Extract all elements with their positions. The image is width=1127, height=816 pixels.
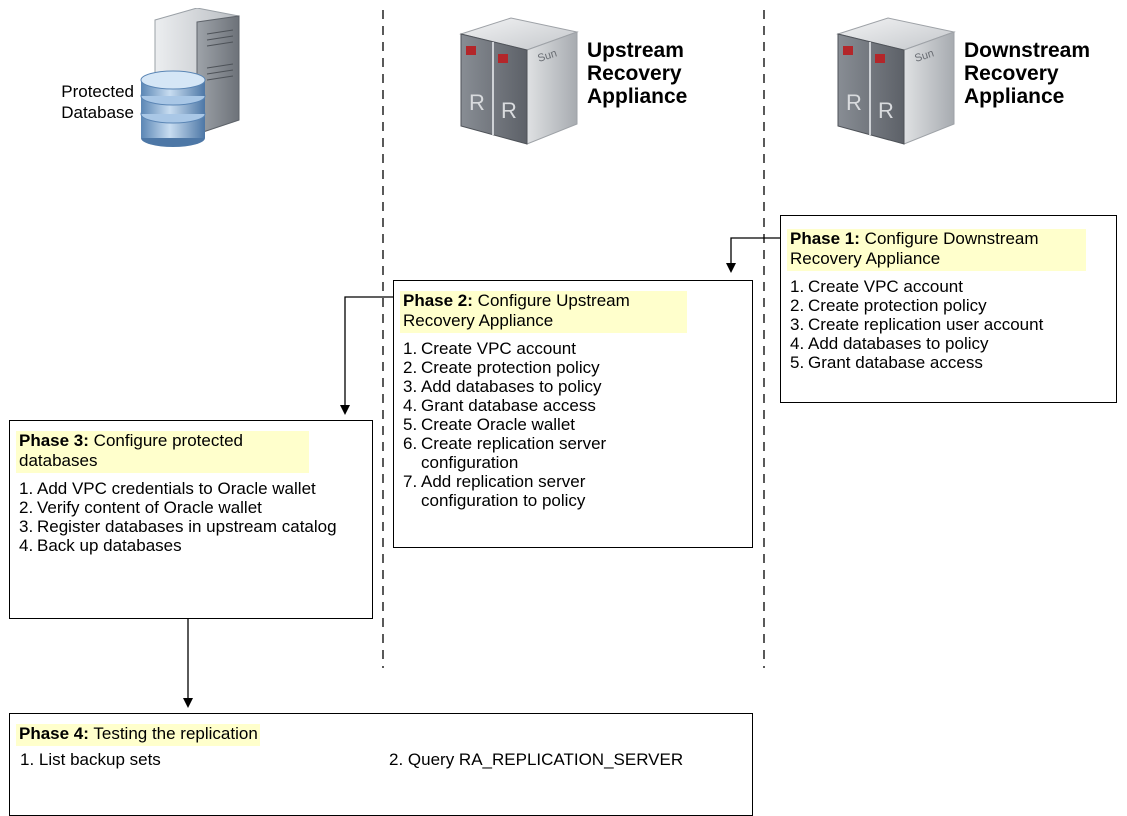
downstream-appliance-sun: Sun <box>913 47 935 64</box>
upstream-label-line3: Appliance <box>587 85 688 108</box>
phase2-title-line1: Configure Upstream <box>477 291 630 310</box>
downstream-appliance-letter-2: R <box>878 98 894 123</box>
phase1-step-list: 1.Create VPC account 2.Create protection… <box>787 277 1110 372</box>
phase3-step-list: 1.Add VPC credentials to Oracle wallet 2… <box>16 479 349 555</box>
phase3-step: 2.Verify content of Oracle wallet <box>19 498 262 517</box>
phase4-step1: 1. List backup sets <box>20 750 161 769</box>
upstream-appliance-sun: Sun <box>536 47 558 64</box>
phase3-step: 4.Back up databases <box>19 536 182 555</box>
phase1-box: Phase 1: Configure Downstream Recovery A… <box>780 215 1117 403</box>
upstream-appliance-label: Upstream Recovery Appliance <box>587 39 687 108</box>
phase4-step2: 2. Query RA_REPLICATION_SERVER <box>389 750 684 769</box>
phase1-title-line2: Recovery Appliance <box>790 249 941 268</box>
protected-database-label-line1: Protected <box>61 82 134 101</box>
downstream-label-line3: Appliance <box>964 85 1065 108</box>
phase3-title-line2: databases <box>19 451 98 470</box>
phase4-heading: Phase 4: Testing the replication <box>16 724 260 746</box>
phase3-heading: Phase 3: Configure protected databases <box>16 431 309 473</box>
phase2-step-list: 1.Create VPC account 2.Create protection… <box>400 339 668 510</box>
downstream-label-line1: Downstream <box>964 39 1091 62</box>
phase4-label: Phase 4: <box>19 724 89 743</box>
phase2-step: 4.Grant database access <box>403 396 596 415</box>
phase1-step: 3.Create replication user account <box>790 315 1044 334</box>
upstream-appliance-letter-2: R <box>501 98 517 123</box>
downstream-appliance-letter-1: R <box>846 90 862 115</box>
phase2-heading: Phase 2: Configure Upstream Recovery App… <box>400 291 687 333</box>
phase1-step: 5.Grant database access <box>790 353 983 372</box>
phase4-title: Testing the replication <box>93 724 258 743</box>
protected-database-label: Protected Database <box>30 81 134 123</box>
upstream-appliance-icon: R R Sun <box>459 17 579 145</box>
arrow-phase2-to-phase3 <box>340 296 393 415</box>
downstream-appliance-icon: R R Sun <box>836 17 956 145</box>
phase2-step: 3.Add databases to policy <box>403 377 602 396</box>
phase1-label: Phase 1: <box>790 229 860 248</box>
phase2-step: 2.Create protection policy <box>403 358 600 377</box>
protected-database-label-line2: Database <box>61 103 134 122</box>
downstream-label-line2: Recovery <box>964 62 1059 85</box>
phase2-title-line2: Recovery Appliance <box>403 311 554 330</box>
phase2-box: Phase 2: Configure Upstream Recovery App… <box>393 280 753 548</box>
phase3-title-line1: Configure protected <box>93 431 243 450</box>
phase2-step: 7.Add replication server configuration t… <box>403 472 586 510</box>
phase1-step: 4.Add databases to policy <box>790 334 989 353</box>
downstream-appliance-label: Downstream Recovery Appliance <box>964 39 1090 108</box>
phase2-step: 5.Create Oracle wallet <box>403 415 576 434</box>
upstream-label-line1: Upstream <box>587 39 684 62</box>
phase3-label: Phase 3: <box>19 431 89 450</box>
phase1-title-line1: Configure Downstream <box>864 229 1039 248</box>
phase2-step: 1.Create VPC account <box>403 339 576 358</box>
arrow-phase1-to-phase2 <box>726 237 780 273</box>
phase1-step: 2.Create protection policy <box>790 296 987 315</box>
phase3-box: Phase 3: Configure protected databases 1… <box>9 420 373 619</box>
phase2-label: Phase 2: <box>403 291 473 310</box>
phase4-box: Phase 4: Testing the replication 1. List… <box>9 713 753 816</box>
phase3-step: 3.Register databases in upstream catalog <box>19 517 337 536</box>
phase2-step: 6.Create replication server configuratio… <box>403 434 607 472</box>
phase3-step: 1.Add VPC credentials to Oracle wallet <box>19 479 316 498</box>
upstream-label-line2: Recovery <box>587 62 682 85</box>
phase1-step: 1.Create VPC account <box>790 277 963 296</box>
phase1-heading: Phase 1: Configure Downstream Recovery A… <box>787 229 1086 271</box>
database-server-icon <box>140 8 240 147</box>
upstream-appliance-letter-1: R <box>469 90 485 115</box>
